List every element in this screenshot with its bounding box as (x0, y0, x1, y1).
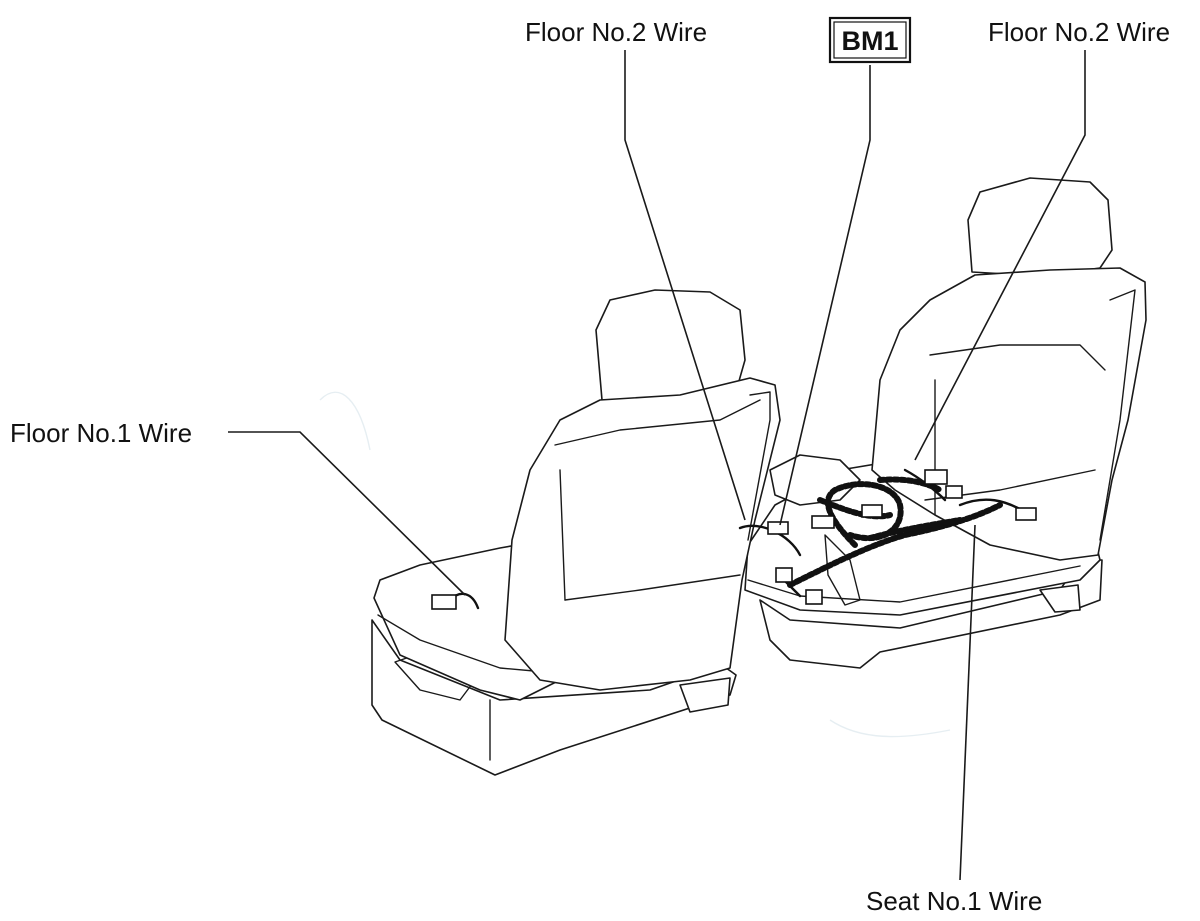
wire-harness (431, 468, 1037, 610)
ghost-lines (319, 391, 951, 738)
leader-lines (228, 50, 1086, 881)
connector-bm1 (811, 515, 835, 529)
label-seat-no1-wire: Seat No.1 Wire (866, 886, 1042, 916)
leader-bm1 (779, 65, 871, 526)
right-seat-headrest (967, 177, 1113, 277)
leader-seat1 (959, 524, 976, 881)
right-seat-rail (759, 559, 1103, 669)
connector-left-seat (431, 594, 457, 610)
right-seat (744, 177, 1147, 669)
leader-floor1 (228, 431, 466, 596)
label-bm1: BM1 (841, 26, 898, 56)
label-floor-no1-wire: Floor No.1 Wire (10, 418, 192, 448)
left-seat-rail (371, 619, 737, 776)
label-floor-no2-wire-right: Floor No.2 Wire (988, 17, 1170, 47)
left-seat-backrest (504, 377, 781, 691)
left-seat (371, 289, 781, 776)
leader-floor2-right (914, 50, 1086, 461)
label-floor-no2-wire-left: Floor No.2 Wire (525, 17, 707, 47)
bm1-label-box (828, 16, 912, 64)
leader-floor2-left (624, 50, 746, 521)
